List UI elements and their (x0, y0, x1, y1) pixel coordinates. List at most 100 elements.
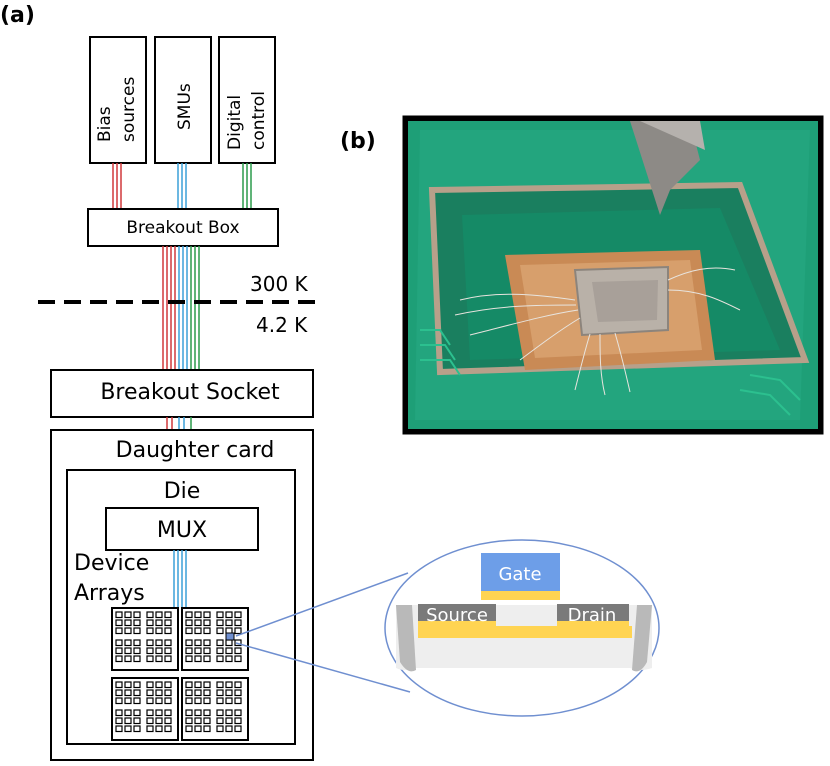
device-cell (155, 627, 163, 635)
mux: MUX (105, 507, 259, 551)
device-cell (185, 611, 193, 619)
source-contact (418, 604, 496, 624)
device-cell (146, 725, 154, 733)
device-cell (185, 639, 193, 647)
device-cell (203, 647, 211, 655)
device-cell (133, 619, 141, 627)
device-cell (146, 717, 154, 725)
instrument-digital-control: Digital control (218, 36, 276, 164)
device-cell (234, 619, 242, 627)
device-cell (216, 639, 224, 647)
device-cell (146, 639, 154, 647)
device-cell (194, 697, 202, 705)
device-cell (225, 725, 233, 733)
device-cell (164, 619, 172, 627)
instrument-bias-line1: Bias (95, 106, 115, 142)
device-cell (124, 647, 132, 655)
device-cell (124, 655, 132, 663)
device-cell (216, 611, 224, 619)
device-cell (203, 689, 211, 697)
device-cell (225, 717, 233, 725)
device-cell (133, 709, 141, 717)
device-cell (146, 697, 154, 705)
breakout-socket-label: Breakout Socket (100, 380, 280, 405)
device-cell (146, 681, 154, 689)
device-array-block (181, 607, 249, 671)
device-cell (234, 717, 242, 725)
device-cell (115, 611, 123, 619)
device-cell (234, 697, 242, 705)
device-cell (164, 639, 172, 647)
instrument-digital-line2: control (249, 91, 269, 150)
device-cell (234, 709, 242, 717)
device-cell (164, 611, 172, 619)
panel-label-a: (a) (0, 3, 35, 28)
device-cell (115, 689, 123, 697)
device-cell (133, 647, 141, 655)
device-cell (146, 647, 154, 655)
device-cell (225, 689, 233, 697)
device-cell (203, 717, 211, 725)
device-cell (164, 681, 172, 689)
device-array-block (181, 677, 249, 741)
gate-label: Gate (498, 564, 541, 585)
device-cell (155, 619, 163, 627)
device-cell (133, 681, 141, 689)
device-cell (216, 627, 224, 635)
breakout-socket: Breakout Socket (50, 369, 314, 418)
device-cell (124, 697, 132, 705)
device-cell (234, 689, 242, 697)
highlighted-device (225, 632, 235, 641)
device-cell (155, 647, 163, 655)
device-cell (133, 655, 141, 663)
device-cell (155, 725, 163, 733)
device-cell (194, 717, 202, 725)
device-cell (216, 725, 224, 733)
device-cell (164, 647, 172, 655)
device-cell (146, 655, 154, 663)
source-label: Source (426, 605, 488, 626)
device-cell (133, 639, 141, 647)
device-cell (216, 655, 224, 663)
device-array-block (111, 607, 179, 671)
device-cell (185, 681, 193, 689)
device-cell (194, 689, 202, 697)
device-cell (216, 689, 224, 697)
device-cell (225, 611, 233, 619)
device-cell (185, 627, 193, 635)
device-cell (115, 697, 123, 705)
device-cell (146, 619, 154, 627)
device-cell (185, 697, 193, 705)
die-label: Die (164, 479, 201, 504)
device-cell (194, 725, 202, 733)
device-cell (194, 611, 202, 619)
device-cell (225, 681, 233, 689)
mux-label: MUX (157, 518, 207, 543)
device-cell (115, 639, 123, 647)
device-cell (203, 639, 211, 647)
device-cell (225, 647, 233, 655)
device-cell (203, 619, 211, 627)
gate-metal (481, 591, 560, 600)
device-cell (164, 627, 172, 635)
left-well (396, 605, 416, 672)
instrument-smus: SMUs (154, 36, 212, 164)
instrument-digital-line1: Digital (225, 95, 245, 150)
device-cell (133, 689, 141, 697)
device-cell (124, 725, 132, 733)
device-cell (155, 655, 163, 663)
device-cell (115, 647, 123, 655)
device-cell (234, 611, 242, 619)
device-cell (115, 655, 123, 663)
device-cell (124, 689, 132, 697)
device-cell (124, 709, 132, 717)
device-cell (225, 619, 233, 627)
breakout-box-label: Breakout Box (126, 218, 239, 238)
device-cell (155, 611, 163, 619)
gate (481, 553, 560, 591)
bottom-metal-layer (418, 626, 632, 638)
device-cell (115, 709, 123, 717)
device-cell (124, 611, 132, 619)
device-cell (225, 639, 233, 647)
device-cell (225, 655, 233, 663)
